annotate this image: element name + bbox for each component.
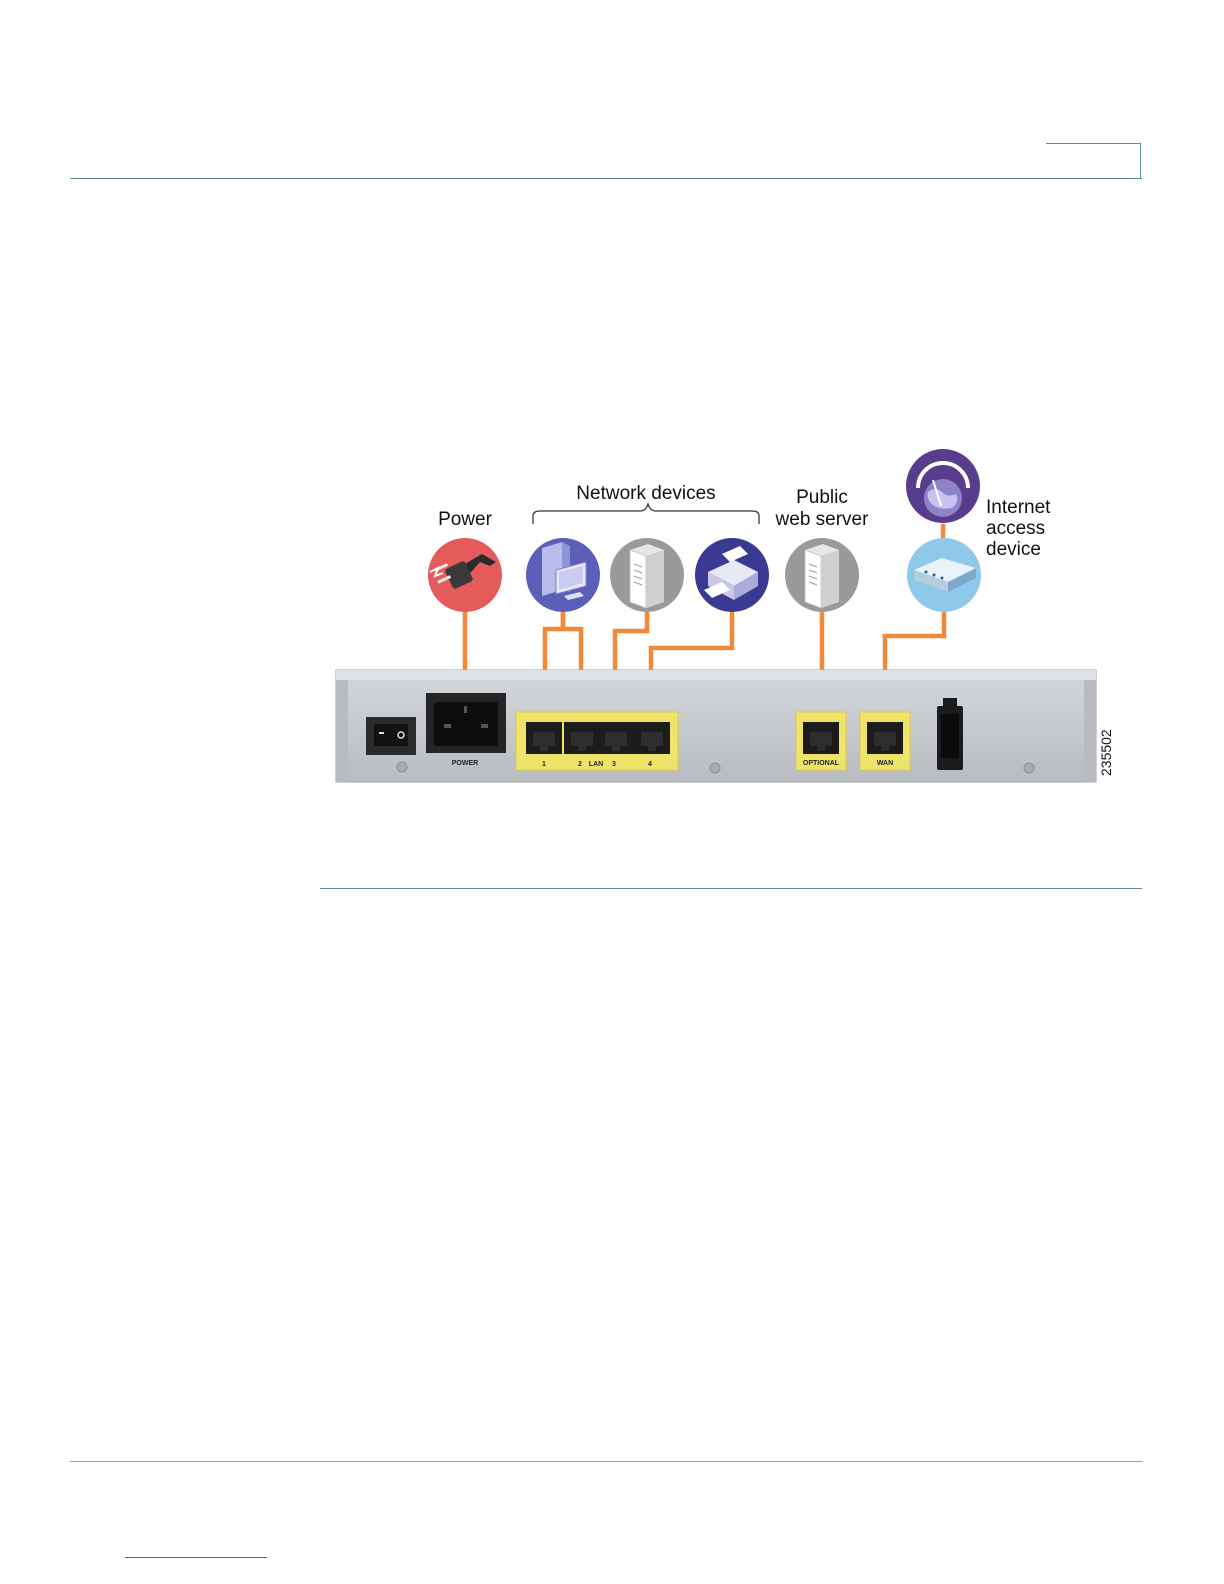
printer-icon [695, 538, 769, 612]
power-switch[interactable] [366, 717, 416, 755]
lan-port-1[interactable] [526, 722, 562, 754]
wan-port[interactable] [867, 722, 903, 754]
screw-center [710, 763, 720, 773]
public-web-server-icon [785, 538, 859, 612]
internet-access-label-line1: Internet [986, 497, 1051, 518]
public-web-server-label-line1: Public [796, 487, 848, 508]
lan-port-2-label: 2 [578, 761, 582, 768]
internet-globe-icon [906, 449, 980, 523]
lan-label: LAN [589, 761, 603, 768]
lan-ports [526, 722, 670, 754]
internet-modem-icon [907, 538, 981, 612]
screw-right [1024, 763, 1034, 773]
lan-port-1-label: 1 [542, 761, 546, 768]
figure-id: 235502 [1098, 729, 1114, 776]
computer-icon [526, 538, 600, 612]
chapter-tab-box [1046, 143, 1141, 178]
section-rule [320, 888, 1142, 889]
lan-port-4[interactable] [634, 722, 670, 754]
lock-slot [937, 698, 963, 770]
internet-access-label-line2: access [986, 518, 1045, 539]
power-socket [426, 693, 506, 753]
lan-port-2[interactable] [564, 722, 600, 754]
power-port-label: POWER [452, 760, 478, 767]
server-icon [610, 538, 684, 612]
internet-access-label-line3: device [986, 539, 1041, 560]
lan-port-3-label: 3 [612, 761, 616, 768]
screw-left [397, 762, 407, 772]
network-devices-brace [533, 504, 759, 524]
optional-port[interactable] [803, 722, 839, 754]
power-plug-icon [428, 538, 502, 612]
power-label: Power [438, 509, 493, 530]
footer-rule [70, 1461, 1142, 1462]
lan-port-4-label: 4 [648, 761, 652, 768]
header-rule [70, 178, 1142, 179]
lan-port-3[interactable] [598, 722, 634, 754]
footer-link-underline[interactable] [125, 1557, 267, 1558]
connection-diagram: Power Network devices Public web server … [330, 440, 1120, 790]
network-devices-label: Network devices [576, 483, 715, 504]
wan-port-label: WAN [877, 760, 893, 767]
optional-port-label: OPTIONAL [803, 760, 840, 767]
public-web-server-label-line2: web server [775, 509, 870, 530]
